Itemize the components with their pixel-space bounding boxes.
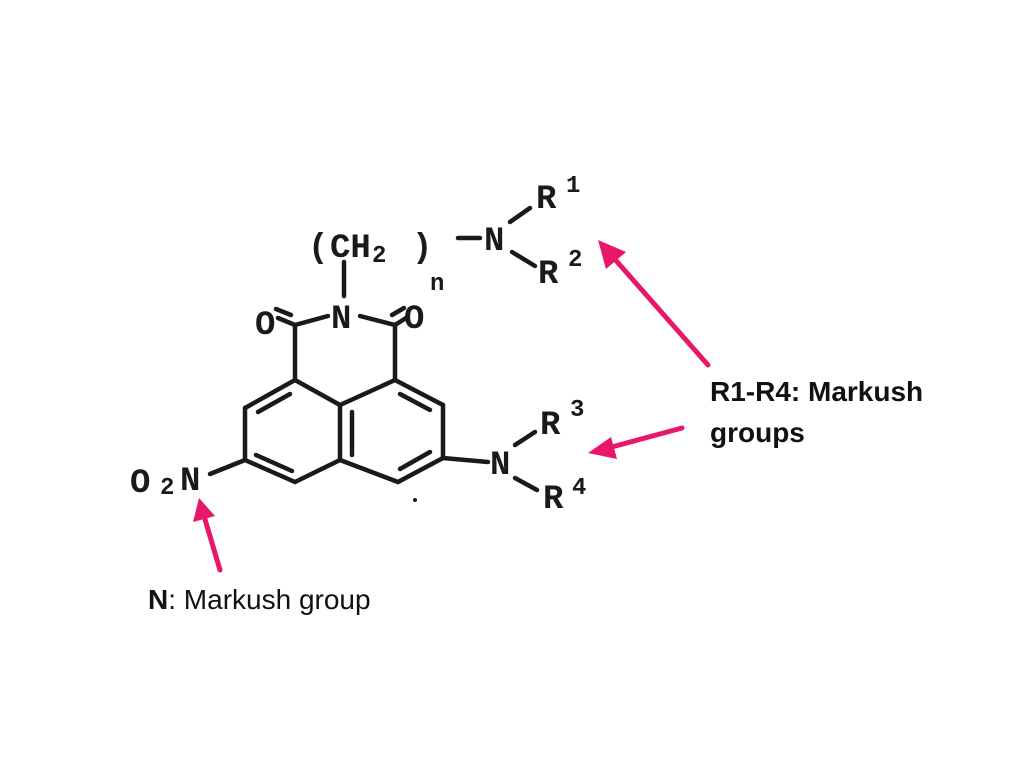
arrow-to-r3r4: [605, 425, 685, 451]
n-group-callout: N: Markush group: [148, 580, 371, 621]
arrow-to-r1r2: [609, 253, 711, 368]
arrow-head-r1r2: [598, 240, 626, 269]
nitro-nitrogen: N: [180, 463, 200, 501]
repeat-subscript-n: n: [430, 271, 444, 298]
arrow-head-nitro-n: [193, 498, 215, 522]
nitro-subscript: 2: [160, 475, 174, 502]
r3-number: 3: [570, 397, 584, 424]
r2-label: R: [538, 256, 559, 294]
r4-number: 4: [572, 475, 586, 502]
carbonyl-oxygen-right: O: [404, 301, 424, 339]
arrow-head-r3r4: [588, 437, 617, 459]
r4-label: R: [543, 481, 564, 519]
r1-label: R: [536, 181, 557, 219]
naphthalimide-skeleton: [207, 205, 540, 502]
ch2-subscript: 2: [372, 243, 386, 270]
arrow-to-nitro-n: [201, 513, 223, 573]
r1-number: 1: [566, 173, 580, 200]
r2-number: 2: [568, 247, 582, 274]
n-group-callout-bold: N: [148, 584, 169, 615]
atom-labels: ( CH 2 ) n N O O N R 1 R 2 N R 3 R 4 O 2…: [130, 173, 586, 519]
annotation-arrows: [193, 240, 711, 573]
nitro-oxygen: O: [130, 465, 150, 503]
ch2-close-paren: ): [412, 230, 432, 268]
ch2-label: CH: [330, 230, 371, 268]
r3-label: R: [540, 407, 561, 445]
amine-nitrogen-top: N: [484, 223, 504, 261]
amine-nitrogen-right: N: [490, 447, 510, 485]
ch2-open-paren: (: [308, 230, 328, 268]
imide-nitrogen: N: [331, 301, 351, 339]
r-groups-callout: R1-R4: Markush groups: [710, 376, 924, 448]
n-group-callout-text: : Markush group: [168, 584, 371, 615]
carbonyl-oxygen-left: O: [255, 307, 275, 345]
